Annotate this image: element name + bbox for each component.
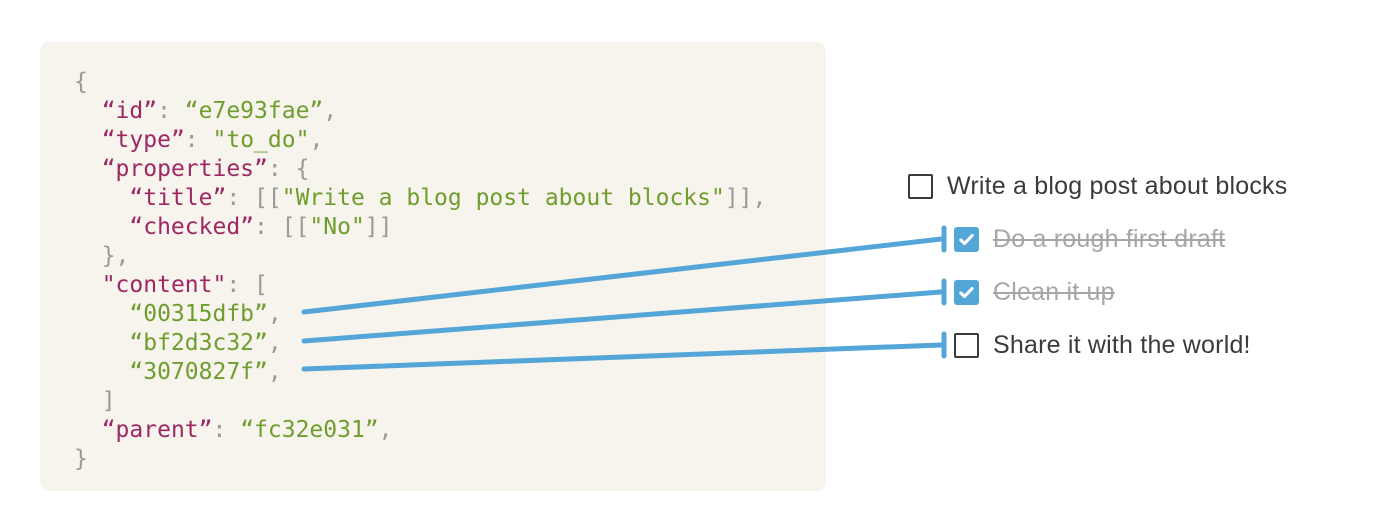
code-line: “checked”: [["No"]] (74, 213, 826, 242)
json-punctuation: , (323, 98, 338, 124)
checkmark-icon (959, 286, 974, 298)
json-key: “checked” (129, 214, 255, 240)
code-line: “properties”: { (74, 155, 826, 184)
todo-item-share-it-with-the-world: Share it with the world! (954, 330, 1251, 359)
code-line: "content": [ (74, 271, 826, 300)
todo-item-clean-it-up: Clean it up (954, 277, 1115, 306)
code-line: “type”: "to_do", (74, 126, 826, 155)
todo-item-do-a-rough-first-draft: Do a rough first draft (954, 224, 1226, 253)
json-punctuation: ] (74, 388, 116, 414)
code-line: }, (74, 242, 826, 271)
json-string: "Write a blog post about blocks" (281, 185, 725, 211)
json-punctuation (74, 417, 102, 443)
json-punctuation: , (267, 330, 282, 356)
code-line: ] (74, 387, 826, 416)
json-key: “id” (101, 98, 158, 124)
json-key: "content" (101, 272, 227, 298)
code-line: “id”: “e7e93fae”, (74, 97, 826, 126)
json-key: “parent” (101, 417, 213, 443)
json-string: “e7e93fae” (184, 98, 324, 124)
json-punctuation (74, 214, 129, 240)
code-line: “parent”: “fc32e031”, (74, 416, 826, 445)
code-line: } (74, 445, 826, 474)
json-punctuation: : [[ (254, 214, 310, 240)
json-string: “00315dfb” (129, 301, 268, 327)
json-punctuation: , (378, 417, 393, 443)
checkbox-checked[interactable] (954, 226, 979, 252)
json-string: “3070827f” (129, 359, 268, 385)
json-punctuation: }, (74, 243, 130, 269)
json-punctuation: : { (267, 156, 310, 182)
json-punctuation: , (267, 301, 282, 327)
code-line: { (74, 68, 826, 97)
json-punctuation (74, 185, 129, 211)
json-key: “title” (129, 185, 227, 211)
checkbox-unchecked[interactable] (908, 173, 933, 199)
todo-item-label: Write a blog post about blocks (947, 171, 1288, 200)
json-punctuation: : (157, 98, 185, 124)
code-line: “00315dfb”, (74, 300, 826, 329)
checkmark-icon (959, 233, 974, 245)
code-line: “bf2d3c32”, (74, 329, 826, 358)
checkbox-unchecked[interactable] (954, 332, 979, 358)
code-line: “3070827f”, (74, 358, 826, 387)
json-string: “bf2d3c32” (129, 330, 268, 356)
json-punctuation: : [[ (226, 185, 282, 211)
json-punctuation (74, 272, 102, 298)
json-punctuation (74, 156, 102, 182)
json-string: "to_do" (212, 127, 310, 153)
json-punctuation (74, 98, 102, 124)
json-punctuation (74, 127, 102, 153)
todo-item-label: Clean it up (993, 277, 1115, 306)
json-punctuation: : (184, 127, 213, 153)
json-punctuation: : (212, 417, 241, 443)
code-line: “title”: [["Write a blog post about bloc… (74, 184, 826, 213)
json-punctuation: : [ (226, 272, 268, 298)
json-key: “type” (101, 127, 185, 153)
json-punctuation (74, 330, 129, 356)
json-string: "No" (309, 214, 365, 240)
json-punctuation (74, 359, 129, 385)
todo-item-label: Share it with the world! (993, 330, 1251, 359)
json-code: { “id”: “e7e93fae”, “type”: "to_do", “pr… (40, 42, 826, 474)
json-punctuation: ]] (364, 214, 393, 240)
json-punctuation: { (74, 69, 88, 95)
json-punctuation: , (309, 127, 324, 153)
json-string: “fc32e031” (240, 417, 379, 443)
todo-item-write-a-blog-post-about-blocks: Write a blog post about blocks (908, 171, 1288, 200)
todo-item-label: Do a rough first draft (993, 224, 1226, 253)
checkbox-checked[interactable] (954, 279, 979, 305)
json-punctuation: , (267, 359, 282, 385)
json-punctuation: ]], (724, 185, 767, 211)
json-punctuation (74, 301, 129, 327)
json-code-card: { “id”: “e7e93fae”, “type”: "to_do", “pr… (40, 42, 826, 491)
json-punctuation: } (74, 446, 88, 472)
json-key: “properties” (101, 156, 268, 182)
